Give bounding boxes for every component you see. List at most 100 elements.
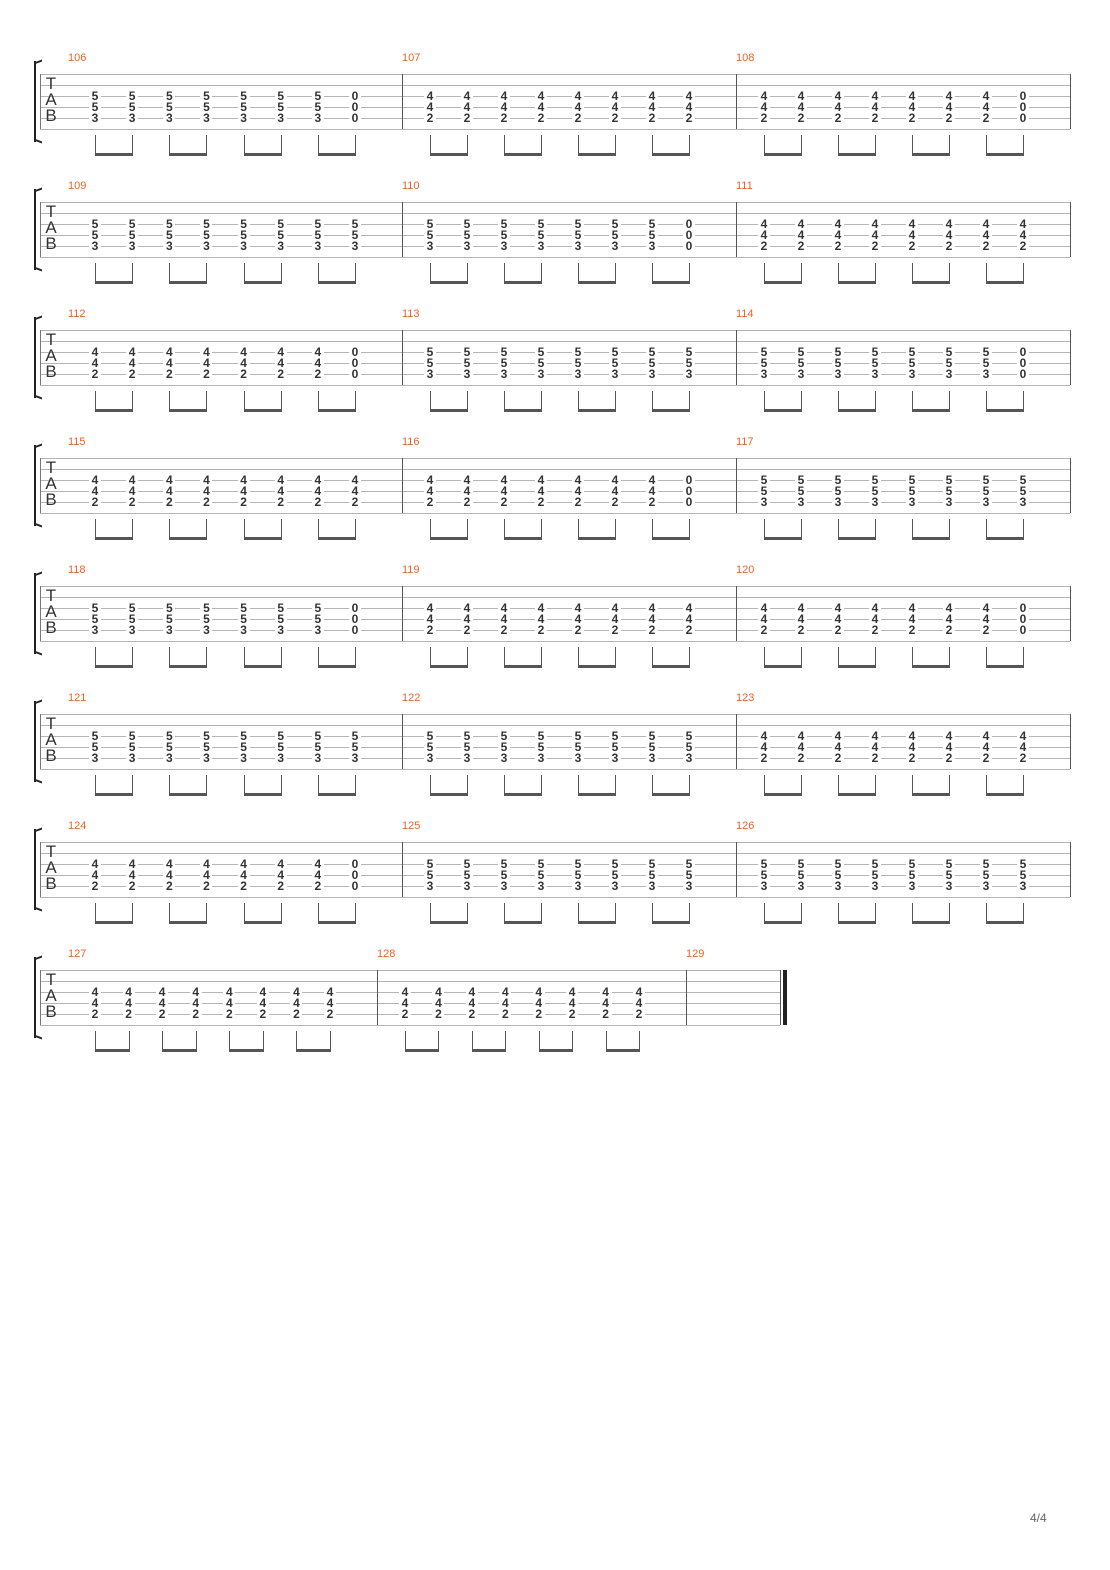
note-stem <box>652 519 653 539</box>
fret-number: 4 <box>324 986 336 998</box>
staff-line <box>40 981 780 982</box>
fret-number: 0 <box>1017 368 1029 380</box>
fret-number: 5 <box>832 869 844 881</box>
fret-number: 3 <box>943 880 955 892</box>
fret-number: 4 <box>89 485 101 497</box>
note-stem <box>875 647 876 667</box>
fret-number: 2 <box>566 1008 579 1020</box>
fret-number: 4 <box>200 858 213 870</box>
fret-number: 4 <box>609 474 621 486</box>
fret-number: 4 <box>633 997 645 1009</box>
fret-number: 5 <box>311 229 324 241</box>
bar-line <box>402 586 403 641</box>
fret-number: 4 <box>646 90 658 102</box>
note-stem <box>317 135 319 155</box>
fret-number: 5 <box>424 346 436 358</box>
note-stem <box>764 135 765 155</box>
note-stem <box>689 391 690 411</box>
fret-number: 4 <box>906 101 918 113</box>
fret-number: 5 <box>646 741 658 753</box>
fret-number: 3 <box>89 624 101 636</box>
fret-number: 2 <box>646 112 658 124</box>
fret-number: 5 <box>424 858 436 870</box>
fret-number: 5 <box>498 869 510 881</box>
fret-number: 5 <box>498 741 510 753</box>
note-stem <box>162 1031 164 1051</box>
tab-clef-letter: A <box>45 730 57 749</box>
fret-number: 4 <box>311 474 324 486</box>
fret-number: 5 <box>795 858 807 870</box>
bar-line <box>402 714 403 769</box>
fret-number: 2 <box>89 1008 101 1020</box>
fret-number: 5 <box>200 101 213 113</box>
note-stem <box>689 519 690 539</box>
fret-number: 2 <box>498 624 510 636</box>
fret-number: 5 <box>980 357 992 369</box>
eighth-beam <box>405 1049 440 1052</box>
fret-number: 3 <box>906 368 918 380</box>
fret-number: 4 <box>200 357 213 369</box>
staff-line <box>40 853 1070 854</box>
fret-number: 5 <box>1017 858 1029 870</box>
fret-number: 4 <box>498 101 510 113</box>
note-stem <box>986 775 987 795</box>
fret-number: 2 <box>869 240 881 252</box>
note-stem <box>243 519 245 539</box>
eighth-beam <box>504 409 542 412</box>
note-stem <box>471 1031 473 1051</box>
fret-number: 5 <box>461 229 473 241</box>
fret-number: 3 <box>311 624 324 636</box>
fret-number: 3 <box>572 752 584 764</box>
note-stem <box>689 775 690 795</box>
fret-number: 4 <box>832 741 844 753</box>
bar-line <box>736 458 737 513</box>
fret-number: 3 <box>126 240 139 252</box>
fret-number: 4 <box>572 90 584 102</box>
fret-number: 4 <box>980 613 992 625</box>
eighth-beam <box>578 153 616 156</box>
fret-number: 5 <box>461 218 473 230</box>
fret-number: 4 <box>156 986 169 998</box>
fret-number: 2 <box>89 368 101 380</box>
fret-number: 4 <box>532 997 545 1009</box>
fret-number: 5 <box>126 218 139 230</box>
fret-number: 2 <box>980 112 992 124</box>
fret-number: 5 <box>274 218 287 230</box>
fret-number: 4 <box>758 613 770 625</box>
tab-clef-letter: B <box>45 746 57 765</box>
note-stem <box>615 903 616 923</box>
note-stem <box>801 135 802 155</box>
note-stem <box>615 775 616 795</box>
fret-number: 5 <box>646 858 658 870</box>
note-stem <box>652 135 653 155</box>
fret-number: 5 <box>349 741 361 753</box>
note-stem <box>229 1031 231 1051</box>
fret-number: 4 <box>869 229 881 241</box>
fret-number: 0 <box>1017 90 1029 102</box>
fret-number: 5 <box>126 602 139 614</box>
eighth-beam <box>838 537 876 540</box>
note-stem <box>430 263 431 283</box>
fret-number: 4 <box>163 346 176 358</box>
fret-number: 5 <box>906 474 918 486</box>
fret-number: 5 <box>237 90 250 102</box>
fret-number: 5 <box>609 229 621 241</box>
fret-number: 5 <box>943 474 955 486</box>
fret-number: 2 <box>126 496 139 508</box>
note-stem <box>206 135 208 155</box>
note-stem <box>505 1031 507 1051</box>
fret-number: 4 <box>646 474 658 486</box>
bar-line <box>736 330 737 385</box>
fret-number: 5 <box>311 218 324 230</box>
fret-number: 4 <box>633 986 645 998</box>
bar-line <box>40 458 41 513</box>
bar-line <box>402 74 403 129</box>
fret-number: 4 <box>943 602 955 614</box>
fret-number: 3 <box>498 368 510 380</box>
fret-number: 2 <box>274 496 287 508</box>
fret-number: 0 <box>683 218 695 230</box>
fret-number: 5 <box>832 357 844 369</box>
note-stem <box>504 775 505 795</box>
fret-number: 5 <box>461 346 473 358</box>
fret-number: 5 <box>535 858 547 870</box>
